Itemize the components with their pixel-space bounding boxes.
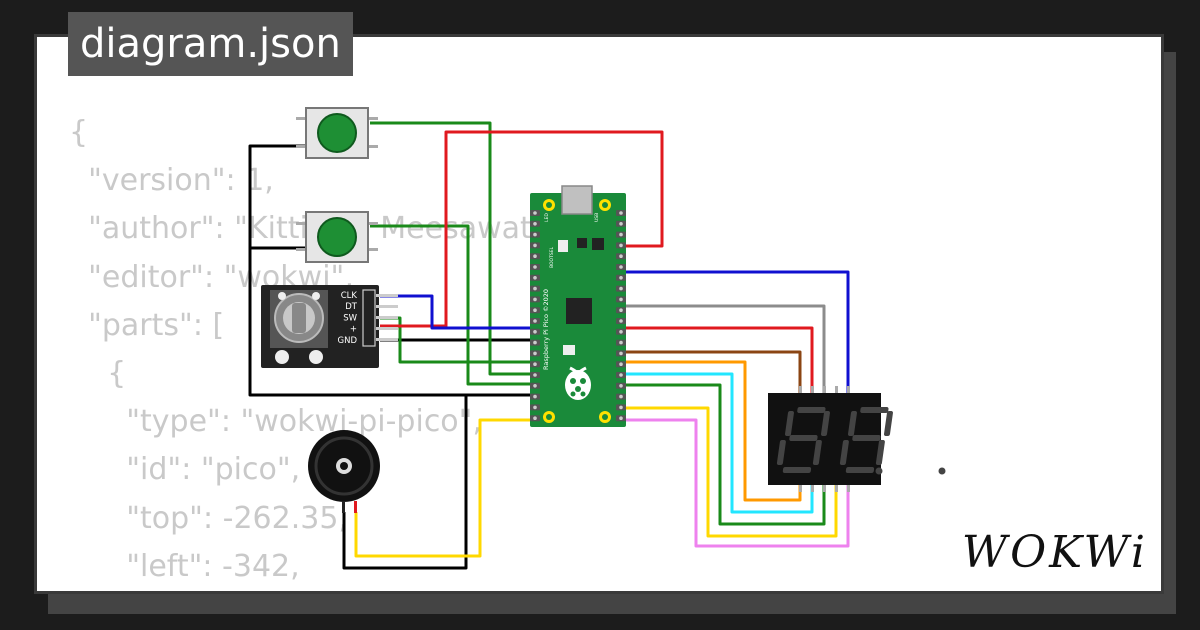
display-dot xyxy=(938,467,946,475)
pico-led-label: LED xyxy=(544,213,550,222)
wire-yellow-buzzer xyxy=(354,418,540,558)
wire-blue-seg xyxy=(612,270,850,398)
display-pin[interactable] xyxy=(811,484,814,492)
file-name-tab: diagram.json xyxy=(68,12,353,76)
wokwi-logo: WOKWi xyxy=(961,527,1148,578)
display-segment xyxy=(820,411,830,436)
display-pin[interactable] xyxy=(811,386,814,394)
code-line: { xyxy=(69,115,89,150)
display-dot xyxy=(875,467,883,475)
wires xyxy=(248,121,850,570)
pico-pins-left xyxy=(530,210,540,422)
raspberry-pi-pico[interactable]: USB LED BOOTSEL Raspberry Pi Pico ©2020 xyxy=(530,185,626,427)
buzzer[interactable] xyxy=(308,430,380,513)
display-pin[interactable] xyxy=(823,386,826,394)
display-pin[interactable] xyxy=(799,484,802,492)
display-segment xyxy=(883,411,893,436)
encoder-pin-label: DT xyxy=(345,302,358,312)
raspberry-logo-icon xyxy=(565,366,591,400)
code-line: "type": "wokwi-pi-pico", xyxy=(69,404,482,440)
display-segment xyxy=(776,440,786,465)
wire-gray-seg xyxy=(612,304,826,398)
display-pin[interactable] xyxy=(835,484,838,492)
wire-yellow-seg xyxy=(612,406,838,538)
display-segment xyxy=(852,435,881,441)
display-pin[interactable] xyxy=(835,386,838,394)
encoder-pin-label: CLK xyxy=(341,291,358,301)
display-segment xyxy=(845,467,875,473)
pico-bootsel-label: BOOTSEL xyxy=(549,246,555,268)
display-pin[interactable] xyxy=(847,484,850,492)
wire-red-seg xyxy=(612,326,814,398)
pico-usb-label: USB xyxy=(594,213,600,222)
push-button-2[interactable] xyxy=(296,211,378,263)
code-line: "parts": [ xyxy=(69,307,225,343)
encoder-pin-label: + xyxy=(350,325,357,335)
code-line: { xyxy=(69,356,127,392)
display-segment xyxy=(860,407,889,413)
display-segment xyxy=(839,440,849,465)
wire-black-gnd-loop xyxy=(248,144,540,397)
display-segment xyxy=(797,407,826,413)
wire-red-vbus xyxy=(380,130,664,328)
wire-green-button1 xyxy=(370,121,540,376)
seven-segment-display[interactable] xyxy=(768,386,946,492)
code-line: "top": -262.35, xyxy=(69,500,348,536)
display-pin[interactable] xyxy=(799,386,802,394)
display-segment xyxy=(784,411,794,436)
wire-green-seg xyxy=(612,383,826,526)
display-segment xyxy=(789,435,818,441)
pico-pins-right xyxy=(616,210,626,422)
push-button-1[interactable] xyxy=(296,107,378,159)
display-pin[interactable] xyxy=(823,484,826,492)
display-segment xyxy=(875,440,885,465)
display-segment xyxy=(812,440,822,465)
pico-board-text: Raspberry Pi Pico ©2020 xyxy=(542,289,550,370)
display-segment xyxy=(782,467,812,473)
wire-green-button2 xyxy=(370,224,540,386)
wire-cyan-seg xyxy=(612,372,814,514)
wire-black-buzzer xyxy=(342,393,540,570)
wire-pink-seg xyxy=(612,418,850,548)
code-line: "id": "pico", xyxy=(69,452,301,488)
display-pin[interactable] xyxy=(847,386,850,394)
code-line: "left": -342, xyxy=(69,548,300,584)
encoder-pin-label: GND xyxy=(338,336,358,346)
wire-brown-seg xyxy=(612,350,802,398)
wire-blue-encoder-clk xyxy=(380,294,540,330)
display-segment xyxy=(847,411,857,436)
wire-orange-seg xyxy=(612,360,802,502)
encoder-pin-label: SW xyxy=(343,313,357,323)
